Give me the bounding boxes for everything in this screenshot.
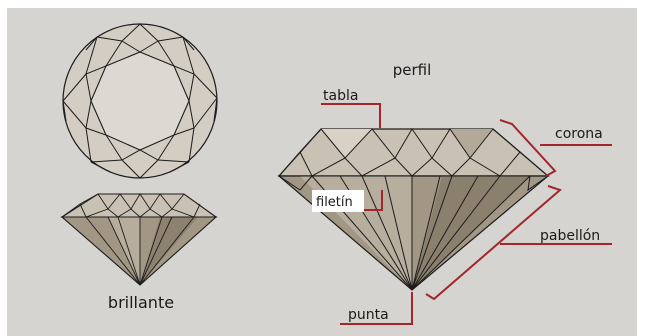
label-perfil: perfil [393, 61, 432, 79]
label-filetin: filetín [316, 195, 353, 210]
label-corona: corona [555, 126, 603, 142]
label-punta: punta [348, 307, 389, 323]
brilliant-top-view [63, 24, 217, 178]
label-tabla: tabla [323, 88, 358, 104]
label-brillante: brillante [108, 293, 174, 312]
label-pabellon: pabellón [540, 228, 600, 244]
